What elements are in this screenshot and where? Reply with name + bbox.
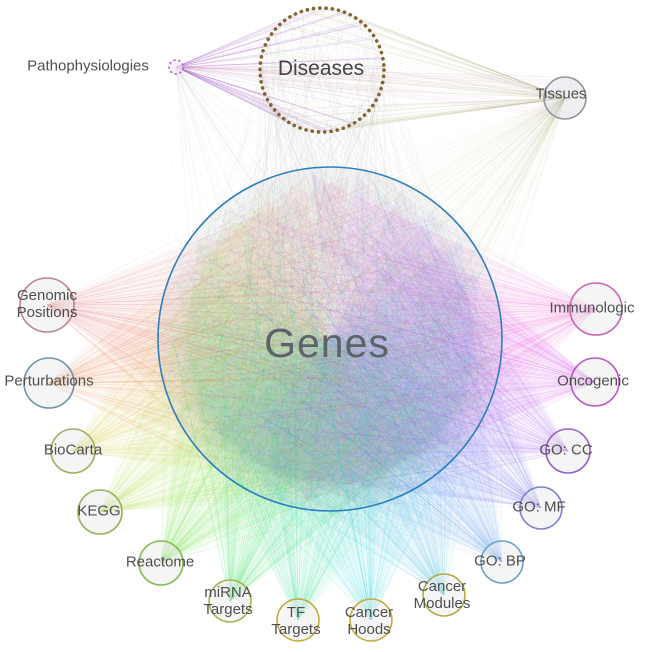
node-label-oncogenic[interactable]: Oncogenic — [557, 372, 629, 390]
node-label-pathophysiologies[interactable]: Pathophysiologies — [27, 57, 149, 75]
node-label-biocarta[interactable]: BioCarta — [43, 441, 103, 459]
node-label-reactome[interactable]: Reactome — [125, 553, 195, 571]
node-label-cancer-modules[interactable]: Cancer Modules — [413, 578, 471, 612]
node-label-tissues[interactable]: Tissues — [535, 85, 587, 103]
node-label-perturbations[interactable]: Perturbations — [4, 372, 94, 390]
node-label-go-bp[interactable]: GO: BP — [474, 552, 526, 570]
node-label-genomic-positions[interactable]: Genomic Positions — [16, 287, 78, 321]
node-label-tf-targets[interactable]: TF Targets — [271, 604, 321, 638]
node-label-go-mf[interactable]: GO: MF — [512, 498, 566, 516]
node-label-diseases[interactable]: Diseases — [277, 57, 365, 81]
node-label-kegg[interactable]: KEGG — [77, 502, 121, 520]
node-label-mirna-targets[interactable]: miRNA Targets — [203, 584, 253, 618]
node-label-go-cc[interactable]: GO: CC — [539, 441, 593, 459]
node-label-immunologic[interactable]: Immunologic — [549, 299, 635, 317]
node-label-cancer-hoods[interactable]: Cancer Hoods — [344, 604, 394, 638]
node-label-genes[interactable]: Genes — [264, 319, 390, 366]
